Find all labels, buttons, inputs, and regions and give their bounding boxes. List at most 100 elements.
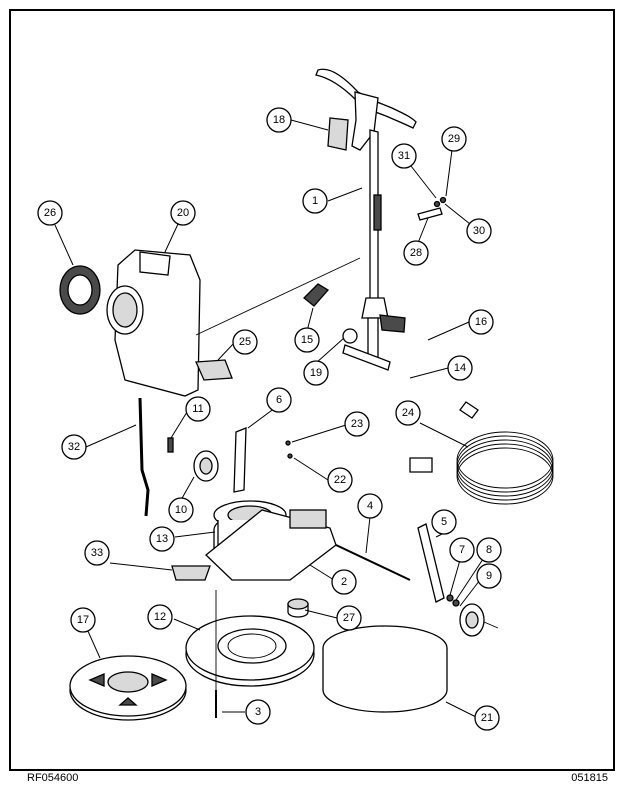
svg-text:22: 22	[334, 474, 346, 486]
callout-24: 24	[395, 400, 421, 426]
callout-16: 16	[468, 309, 494, 335]
drive-plate	[185, 615, 315, 687]
power-cord-coil	[409, 401, 554, 505]
svg-text:23: 23	[351, 418, 363, 430]
callout-17: 17	[70, 607, 96, 633]
callout-5: 5	[431, 509, 457, 535]
drawing-number: RF054600	[27, 772, 79, 784]
callout-20: 20	[170, 200, 196, 226]
callout-6: 6	[266, 387, 292, 413]
callout-10: 10	[168, 497, 194, 523]
svg-text:12: 12	[154, 611, 166, 623]
splash-band	[322, 625, 448, 713]
drawing-frame	[9, 9, 615, 771]
washer-icon	[452, 599, 460, 607]
screw-icon	[167, 437, 174, 453]
bumper-pad	[171, 565, 211, 581]
svg-text:26: 26	[44, 207, 56, 219]
callout-7: 7	[449, 537, 475, 563]
callout-3: 3	[245, 699, 271, 725]
callout-12: 12	[147, 604, 173, 630]
alignment-line	[195, 257, 361, 336]
callout-26: 26	[37, 200, 63, 226]
svg-text:4: 4	[367, 500, 373, 512]
wheel-left	[193, 450, 219, 482]
svg-text:15: 15	[301, 334, 313, 346]
callout-14: 14	[447, 355, 473, 381]
svg-text:27: 27	[343, 612, 355, 624]
cord-ring	[59, 265, 101, 315]
callout-15: 15	[294, 327, 320, 353]
mount-bracket	[417, 207, 443, 221]
callout-31: 31	[391, 143, 417, 169]
callout-21: 21	[474, 705, 500, 731]
callout-11: 11	[185, 396, 211, 422]
callout-25: 25	[232, 329, 258, 355]
chassis-base	[205, 509, 337, 581]
svg-text:10: 10	[175, 504, 187, 516]
svg-text:1: 1	[312, 195, 318, 207]
callout-13: 13	[149, 526, 175, 552]
callout-30: 30	[466, 218, 492, 244]
svg-text:21: 21	[481, 712, 493, 724]
spacer-icon	[446, 594, 454, 602]
decal-label	[327, 117, 349, 151]
svg-text:11: 11	[192, 403, 203, 415]
switch-lever	[303, 283, 330, 307]
svg-text:28: 28	[410, 247, 422, 259]
wheel-right	[459, 603, 499, 637]
callout-1: 1	[302, 188, 328, 214]
axle-bracket	[233, 427, 247, 493]
leader-lines	[54, 119, 490, 718]
callout-27: 27	[336, 605, 362, 631]
svg-text:20: 20	[177, 207, 189, 219]
svg-text:33: 33	[91, 547, 103, 559]
svg-text:5: 5	[441, 516, 447, 528]
wheel-bracket	[417, 523, 445, 603]
callout-8: 8	[476, 537, 502, 563]
callout-32: 32	[61, 434, 87, 460]
callout-33: 33	[84, 540, 110, 566]
callout-18: 18	[266, 107, 292, 133]
svg-text:7: 7	[459, 544, 465, 556]
svg-text:13: 13	[156, 533, 168, 545]
screw-icon	[285, 440, 291, 446]
callout-29: 29	[441, 126, 467, 152]
svg-text:14: 14	[454, 362, 466, 374]
screw-icon	[287, 453, 293, 459]
callout-19: 19	[303, 360, 329, 386]
handle-tube	[342, 129, 406, 371]
svg-text:30: 30	[473, 225, 485, 237]
svg-text:25: 25	[239, 336, 251, 348]
svg-text:17: 17	[77, 614, 89, 626]
pad-driver	[69, 655, 187, 721]
callout-4: 4	[357, 493, 383, 519]
switch-knob	[342, 328, 358, 344]
handle-bar	[315, 68, 417, 151]
axle-rod	[335, 544, 411, 581]
svg-text:9: 9	[486, 570, 492, 582]
motor-cover-housing	[106, 249, 201, 397]
date-code: 051815	[571, 772, 608, 784]
svg-text:16: 16	[475, 316, 487, 328]
callout-23: 23	[344, 411, 370, 437]
svg-text:18: 18	[273, 114, 285, 126]
svg-text:6: 6	[276, 394, 282, 406]
bushing-cup	[287, 598, 309, 618]
svg-text:31: 31	[398, 150, 410, 162]
svg-text:24: 24	[402, 407, 414, 419]
callout-9: 9	[476, 563, 502, 589]
svg-text:32: 32	[68, 441, 80, 453]
callout-22: 22	[327, 467, 353, 493]
callout-2: 2	[331, 569, 357, 595]
screw-icon	[439, 196, 447, 204]
svg-text:29: 29	[448, 133, 460, 145]
washer-icon	[433, 200, 441, 208]
svg-text:3: 3	[255, 706, 261, 718]
callout-28: 28	[403, 240, 429, 266]
svg-text:19: 19	[310, 367, 322, 379]
svg-text:8: 8	[486, 544, 492, 556]
svg-text:2: 2	[341, 576, 347, 588]
linkage-rod	[138, 397, 150, 517]
